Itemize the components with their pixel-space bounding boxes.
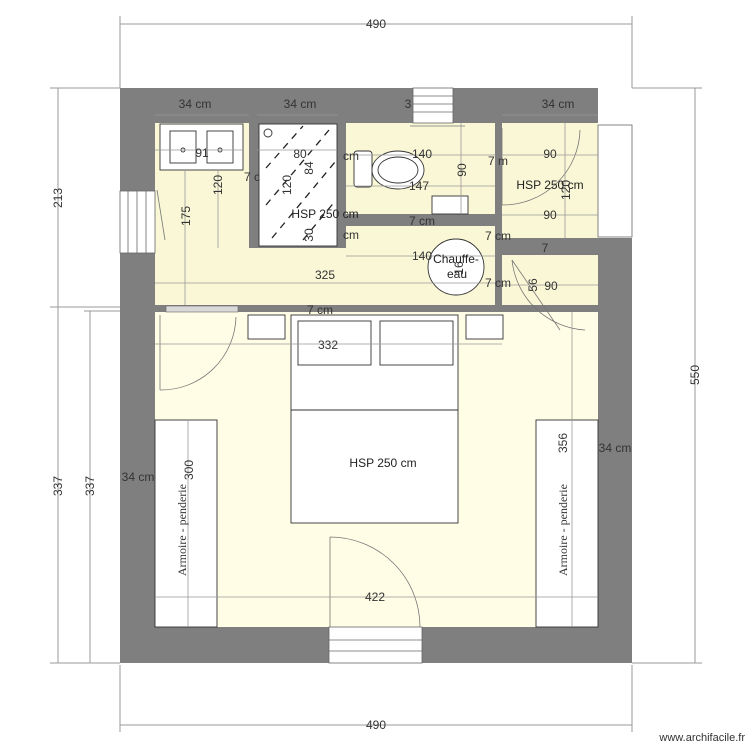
dim-30: 30: [302, 228, 316, 242]
dim-84: 84: [302, 161, 316, 175]
door-swings: [156, 125, 586, 628]
dim-left-lower-inner: 337: [83, 476, 97, 496]
dim-wall-left: 34 cm: [122, 470, 155, 484]
dim-175: 175: [179, 206, 193, 226]
floor-right-room: [502, 123, 598, 238]
windows: [119, 87, 633, 664]
inner-dimension-lines: [155, 114, 598, 627]
room-right-label: HSP 250 cm: [516, 178, 583, 192]
wardrobe-right-label: Armoire - penderie: [556, 484, 570, 576]
room-main-label: HSP 250 cm: [349, 456, 416, 470]
dim-80: 80: [293, 147, 307, 161]
dim-7cm-d: 7 cm: [307, 303, 333, 317]
fixtures: [154, 123, 599, 628]
dim-wall-tr: 34 cm: [542, 97, 575, 111]
water-heater-label-1: Chauffe-: [433, 252, 479, 266]
dim-7cm-a: 7 cm: [409, 214, 435, 228]
dim-90c: 90: [543, 208, 557, 222]
dim-7: 7: [542, 241, 549, 255]
dim-wall-tm: 34 cm: [284, 97, 317, 111]
dim-cm-b: cm: [343, 228, 359, 242]
dim-right: 550: [688, 365, 702, 385]
dim-147: 147: [409, 179, 429, 193]
outer-dimension-lines: [50, 16, 702, 732]
dim-325: 325: [315, 268, 335, 282]
dim-cm-a: cm: [343, 149, 359, 163]
dim-56: 56: [526, 278, 540, 292]
inner-walls: [155, 123, 632, 312]
corridor-opening: [165, 305, 239, 313]
room-bath-label: HSP 250 cm: [291, 207, 358, 221]
dim-7c: 7 c: [244, 170, 260, 184]
dim-120a: 120: [211, 175, 225, 195]
dim-left-upper: 213: [51, 188, 65, 208]
dim-7cm-b: 7 cm: [485, 229, 511, 243]
dim-90b: 90: [543, 147, 557, 161]
dim-120b: 120: [280, 175, 294, 195]
floor-right-lower: [502, 255, 598, 305]
dim-91: 91: [195, 146, 209, 160]
dim-140a: 140: [412, 147, 432, 161]
dim-90a: 90: [455, 163, 469, 177]
dim-140b: 140: [412, 249, 432, 263]
dim-356: 356: [556, 433, 570, 453]
dim-wall-tl: 34 cm: [179, 97, 212, 111]
dim-bottom: 490: [366, 718, 386, 732]
shower-hatching: [265, 125, 337, 241]
dim-wall-right: 34 cm: [599, 441, 632, 455]
wardrobe-left-label: Armoire - penderie: [175, 484, 189, 576]
water-heater-label-2: eau: [447, 267, 467, 281]
dim-7cm-c: 7 cm: [485, 276, 511, 290]
dim-16: 16: [452, 261, 466, 275]
dim-120c: 120: [559, 180, 573, 200]
shower-drain: [263, 128, 273, 138]
dim-wall-t3: 3: [405, 97, 412, 111]
dim-332: 332: [318, 338, 338, 352]
dim-7m: 7 m: [488, 154, 508, 168]
watermark: www.archifacile.fr: [658, 732, 745, 744]
dim-422: 422: [365, 590, 385, 604]
dim-300: 300: [182, 460, 196, 480]
dim-90d: 90: [544, 279, 558, 293]
dim-top: 490: [366, 17, 386, 31]
dim-left-lower-outer: 337: [51, 476, 65, 496]
